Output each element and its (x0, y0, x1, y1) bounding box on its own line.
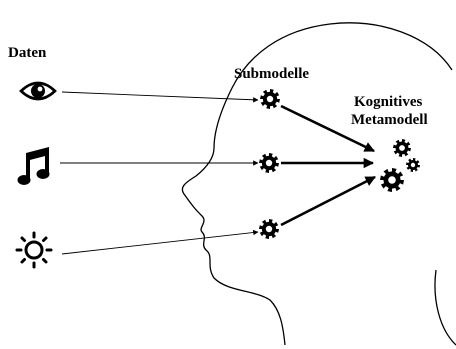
submodels-label: Submodelle (234, 66, 309, 82)
arrow-sun-to-submodel (61, 229, 259, 255)
arrow-submodel3-to-meta (280, 175, 376, 227)
head-silhouette (181, 22, 453, 346)
neck-line (434, 269, 456, 346)
gear-icon (260, 89, 280, 109)
metamodel-label-line1: Kognitives (354, 94, 422, 110)
eye-icon (19, 81, 57, 101)
gear-icon (259, 219, 279, 239)
arrow-eye-to-submodel (61, 91, 259, 103)
music-note-icon (17, 147, 50, 185)
gear-icon (380, 168, 404, 192)
metamodel-label-line2: Metamodell (351, 112, 428, 128)
inputs-label: Daten (8, 45, 47, 61)
gear-icon (393, 139, 411, 157)
gear-layer (259, 89, 420, 239)
gear-icon (259, 153, 279, 173)
arrow-submodel1-to-meta (280, 104, 375, 153)
gear-icon (406, 158, 420, 172)
sun-icon (15, 231, 53, 269)
